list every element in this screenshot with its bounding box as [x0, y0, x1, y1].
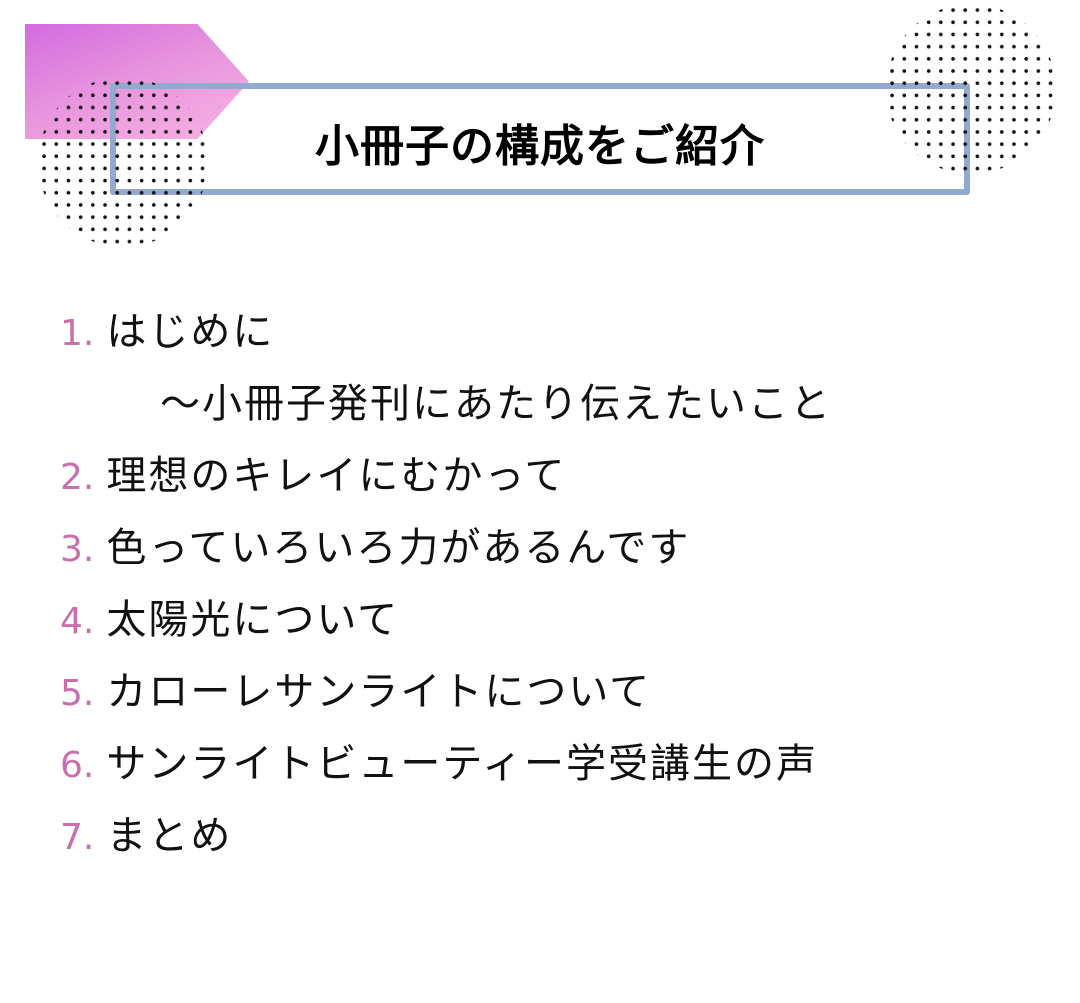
- item-text: サンライトビューティー学受講生の声: [106, 741, 818, 787]
- item-number: 1.: [60, 313, 95, 354]
- item-number: 5.: [60, 673, 95, 714]
- list-item: 7. まとめ: [60, 808, 832, 880]
- list-item: 3. 色っていろいろ力があるんです: [60, 520, 832, 592]
- list-item: 1. はじめに: [60, 304, 832, 376]
- page-title: 小冊子の構成をご紹介: [315, 121, 765, 172]
- item-subtitle: ～小冊子発刊にあたり伝えたいこと: [160, 381, 832, 427]
- list-item: 5. カローレサンライトについて: [60, 664, 832, 736]
- item-number: 6.: [60, 745, 95, 786]
- item-text: 太陽光について: [106, 597, 400, 643]
- item-number: 2.: [60, 457, 95, 498]
- item-text: 理想のキレイにむかって: [106, 453, 567, 499]
- decorative-dot-pattern-left: [38, 77, 208, 247]
- item-text: カローレサンライトについて: [106, 669, 652, 715]
- item-number: 7.: [60, 817, 95, 858]
- item-number: 3.: [60, 529, 95, 570]
- list-item-subtitle: ～小冊子発刊にあたり伝えたいこと: [60, 376, 832, 448]
- decorative-dot-pattern-right: [886, 4, 1056, 174]
- list-item: 2. 理想のキレイにむかって: [60, 448, 832, 520]
- item-text: はじめに: [106, 309, 275, 355]
- item-text: 色っていろいろ力があるんです: [106, 525, 691, 571]
- item-text: まとめ: [106, 813, 233, 859]
- list-item: 6. サンライトビューティー学受講生の声: [60, 736, 832, 808]
- contents-list: 1. はじめに ～小冊子発刊にあたり伝えたいこと 2. 理想のキレイにむかって 3.…: [60, 304, 832, 880]
- item-number: 4.: [60, 601, 95, 642]
- list-item: 4. 太陽光について: [60, 592, 832, 664]
